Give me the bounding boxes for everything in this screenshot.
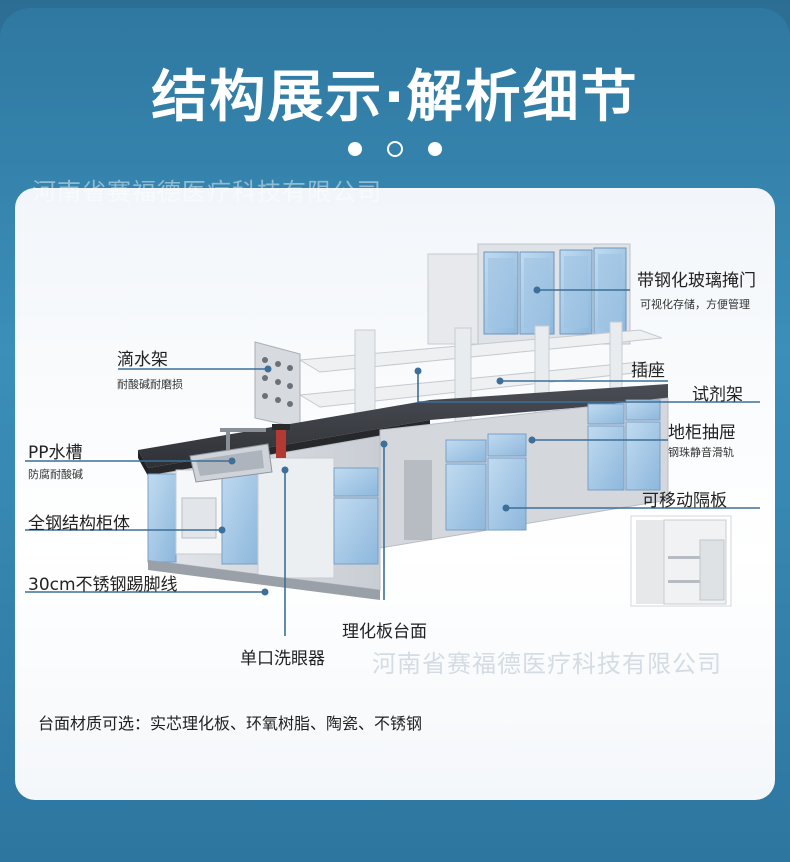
label-pp-sink-sub: 防腐耐酸碱 (28, 468, 83, 481)
label-socket: 插座 (631, 361, 665, 381)
label-pp-sink: PP水槽 (28, 443, 83, 463)
watermark-bottom: 河南省赛福德医疗科技有限公司 (372, 650, 722, 678)
wall-cabinet (427, 243, 631, 345)
carousel-dots (0, 138, 790, 157)
callout-lines (25, 286, 760, 636)
label-drip-rack: 滴水架 (117, 350, 168, 370)
label-drawer: 地柜抽屉 (668, 423, 736, 443)
island-cabinets (379, 397, 669, 549)
label-glass-door: 带钢化玻璃掩门 (637, 271, 756, 291)
dot-1[interactable] (347, 141, 362, 156)
label-drawer-sub: 钢珠静音滑轨 (668, 446, 734, 459)
dot-2[interactable] (387, 140, 403, 157)
label-movable-shelf: 可移动隔板 (642, 491, 727, 511)
movable-shelf-photo (630, 515, 732, 607)
page-title: 结构展示·解析细节 (151, 65, 639, 130)
label-reagent-rack: 试剂架 (692, 385, 743, 405)
label-glass-door-sub: 可视化存储，方便管理 (640, 298, 750, 311)
dot-3[interactable] (428, 141, 443, 156)
label-kick-line: 30cm不锈钢踢脚线 (28, 575, 178, 595)
material-note: 台面材质可选：实芯理化板、环氧树脂、陶瓷、不锈钢 (38, 714, 423, 733)
drip-rack (254, 341, 301, 429)
label-eyewash: 单口洗眼器 (240, 649, 325, 669)
label-drip-rack-sub: 耐酸碱耐磨损 (117, 378, 183, 391)
label-steel-cabinet: 全钢结构柜体 (28, 514, 130, 534)
eyewash (272, 424, 290, 458)
label-countertop: 理化板台面 (342, 622, 427, 642)
watermark-top: 河南省赛福德医疗科技有限公司 (32, 178, 382, 206)
